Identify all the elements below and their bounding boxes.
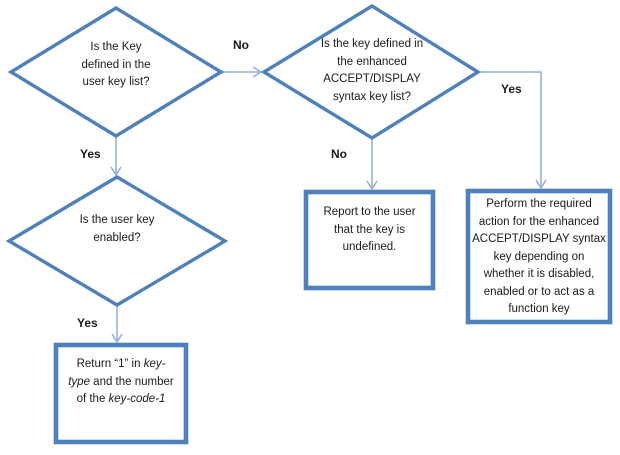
process-box-perform-enhanced-action (465, 188, 613, 325)
edge-label-no-middle: No (331, 147, 347, 161)
process-box-return-key-type (53, 342, 189, 445)
process-text-perform-enhanced-action: Perform the required action for the enha… (472, 198, 606, 315)
process-text-report-undefined: Report to the user that the key is undef… (323, 206, 416, 253)
arrow-down-icon (110, 166, 122, 177)
arrow-down-icon (111, 333, 123, 344)
edge-label-yes-right: Yes (501, 82, 522, 96)
arrow-down-icon (366, 180, 378, 191)
arrow-down-icon (535, 179, 547, 190)
decision-diamond-user-key-enabled (5, 175, 229, 307)
connector-enhanced-to-perform (478, 71, 542, 186)
decision-text-enhanced-syntax: Is the key defined in the enhanced ACCEP… (320, 38, 424, 103)
decision-diamond-enhanced-syntax (260, 4, 482, 140)
decision-text-user-key-enabled: Is the user key enabled? (79, 214, 155, 244)
edge-label-yes-bottom: Yes (77, 316, 98, 330)
decision-diamond-user-key-defined (7, 6, 225, 138)
process-text-return-key-type: Return “1” in key- type and the number o… (68, 358, 174, 405)
process-box-report-undefined (303, 189, 436, 291)
decision-text-user-key-defined: Is the Key defined in the user key list? (81, 41, 151, 88)
edge-label-yes-left: Yes (80, 147, 101, 161)
edge-label-no-top: No (233, 38, 249, 52)
